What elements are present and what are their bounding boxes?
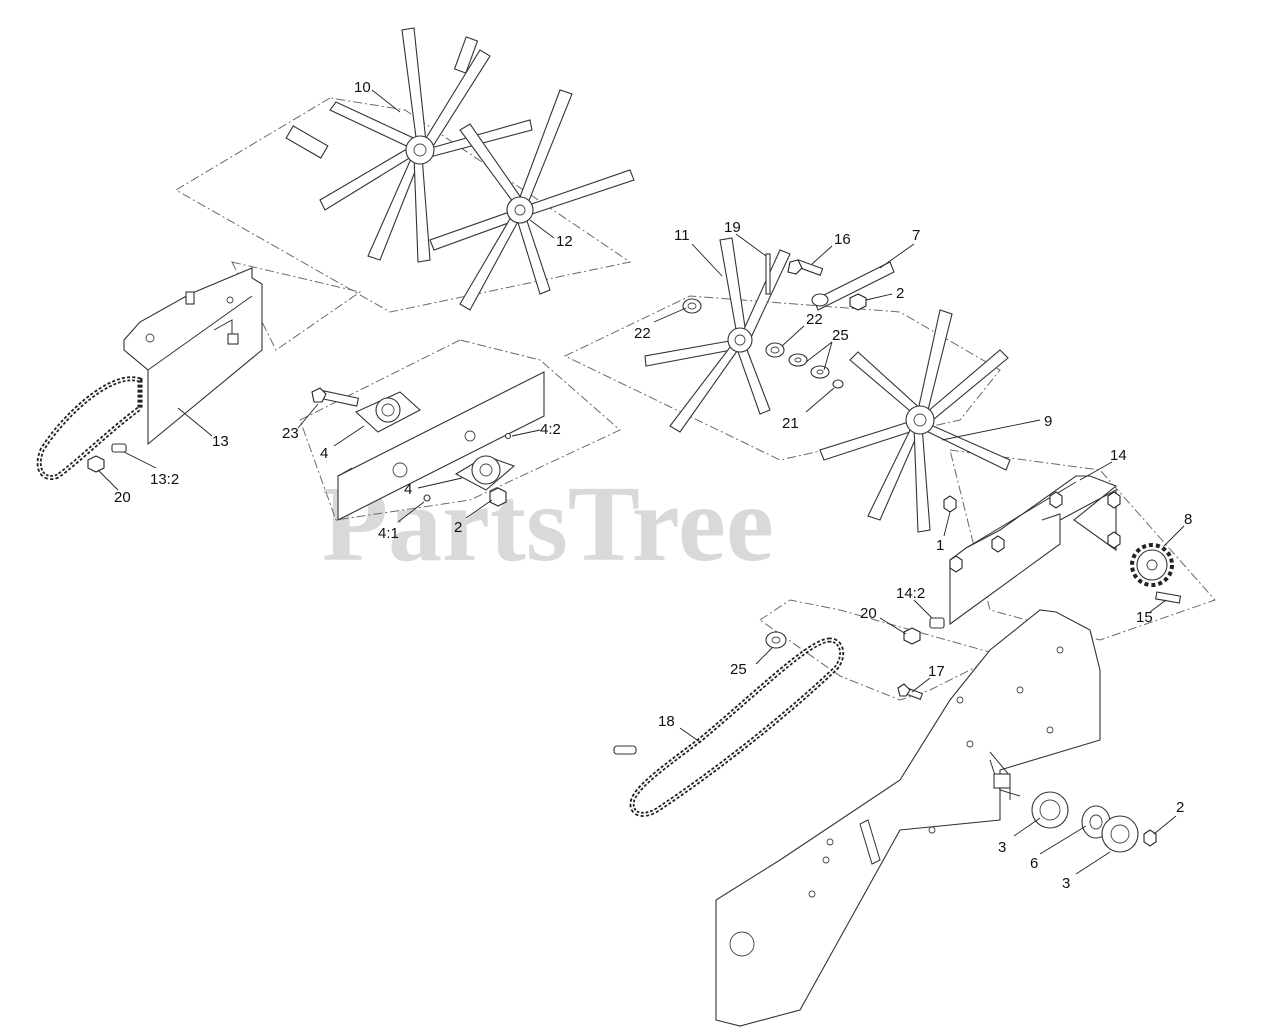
callout-25-lower: 25: [730, 661, 747, 678]
callout-16: 16: [834, 231, 851, 248]
nut-2-upper: [849, 293, 867, 311]
spacer-14-2: [929, 617, 945, 629]
leader-lines: [97, 89, 1185, 875]
assembly-guide-lines: [175, 97, 1216, 701]
chain-cover-left: [123, 267, 263, 446]
bolt-20-left: [87, 455, 105, 473]
grease-fitting-4-2: [504, 432, 512, 440]
side-frame-plate: [715, 609, 1101, 1027]
tine-7: [811, 261, 895, 311]
callout-22-right: 22: [806, 311, 823, 328]
fastener-1: [943, 495, 957, 513]
tine-assembly-9: [819, 309, 1011, 533]
bolt-23: [311, 387, 360, 407]
callout-4-2: 4:2: [540, 421, 561, 438]
callout-6: 6: [1030, 855, 1038, 872]
callout-17: 17: [928, 663, 945, 680]
callout-13-2: 13:2: [150, 471, 179, 488]
callout-15: 15: [1136, 609, 1153, 626]
callout-14: 14: [1110, 447, 1127, 464]
bearing-4-lower: [454, 455, 516, 507]
callout-20-left: 20: [114, 489, 131, 506]
callout-3-upper: 3: [998, 839, 1006, 856]
tine-assembly-11: [644, 237, 791, 433]
drive-chain-18: [613, 637, 845, 817]
bolt-13-2: [111, 443, 127, 453]
bolt-15: [1155, 591, 1182, 604]
sprocket-8: [1130, 543, 1174, 587]
tine-assembly-upper: [285, 27, 635, 311]
callout-2-upper: 2: [896, 285, 904, 302]
callout-25-upper: 25: [832, 327, 849, 344]
callout-2-center: 2: [454, 519, 462, 536]
callout-1: 1: [936, 537, 944, 554]
callout-10: 10: [354, 79, 371, 96]
bolt-16: [787, 259, 824, 276]
washer-25-lower: [765, 631, 787, 649]
callout-7: 7: [912, 227, 920, 244]
callout-13: 13: [212, 433, 229, 450]
callout-18: 18: [658, 713, 675, 730]
callout-14-2: 14:2: [896, 585, 925, 602]
bolt-17: [897, 683, 924, 700]
callout-labels: 10 12 11 19 16 7 2 22 22 25 21 9 13 13:2…: [114, 79, 1192, 892]
bolt-20-right: [903, 627, 921, 645]
callout-9: 9: [1044, 413, 1052, 430]
washer-25-a: [788, 353, 808, 367]
bushing-22-left: [682, 298, 702, 314]
callout-21: 21: [782, 415, 799, 432]
callout-2-lower: 2: [1176, 799, 1184, 816]
grease-fitting-4-1: [423, 494, 431, 502]
ring-21: [832, 379, 844, 389]
callout-23: 23: [282, 425, 299, 442]
callout-22-left: 22: [634, 325, 651, 342]
callout-4-upper: 4: [320, 445, 328, 462]
callout-4-1: 4:1: [378, 525, 399, 542]
callout-19: 19: [724, 219, 741, 236]
bearing-assembly-lower: [989, 759, 1157, 853]
bushing-22-right: [765, 342, 785, 358]
pin-19: [765, 253, 771, 295]
callout-3-lower: 3: [1062, 875, 1070, 892]
callout-12: 12: [556, 233, 573, 250]
bearing-4-upper: [355, 391, 421, 433]
drive-chain-left: [36, 376, 143, 480]
center-shaft-housing: [337, 371, 545, 521]
callout-11: 11: [674, 227, 690, 244]
washer-25-b: [810, 365, 830, 379]
chain-cover-right: [949, 475, 1121, 626]
callout-20-right: 20: [860, 605, 877, 622]
callout-4-lower: 4: [404, 481, 412, 498]
callout-8: 8: [1184, 511, 1192, 528]
